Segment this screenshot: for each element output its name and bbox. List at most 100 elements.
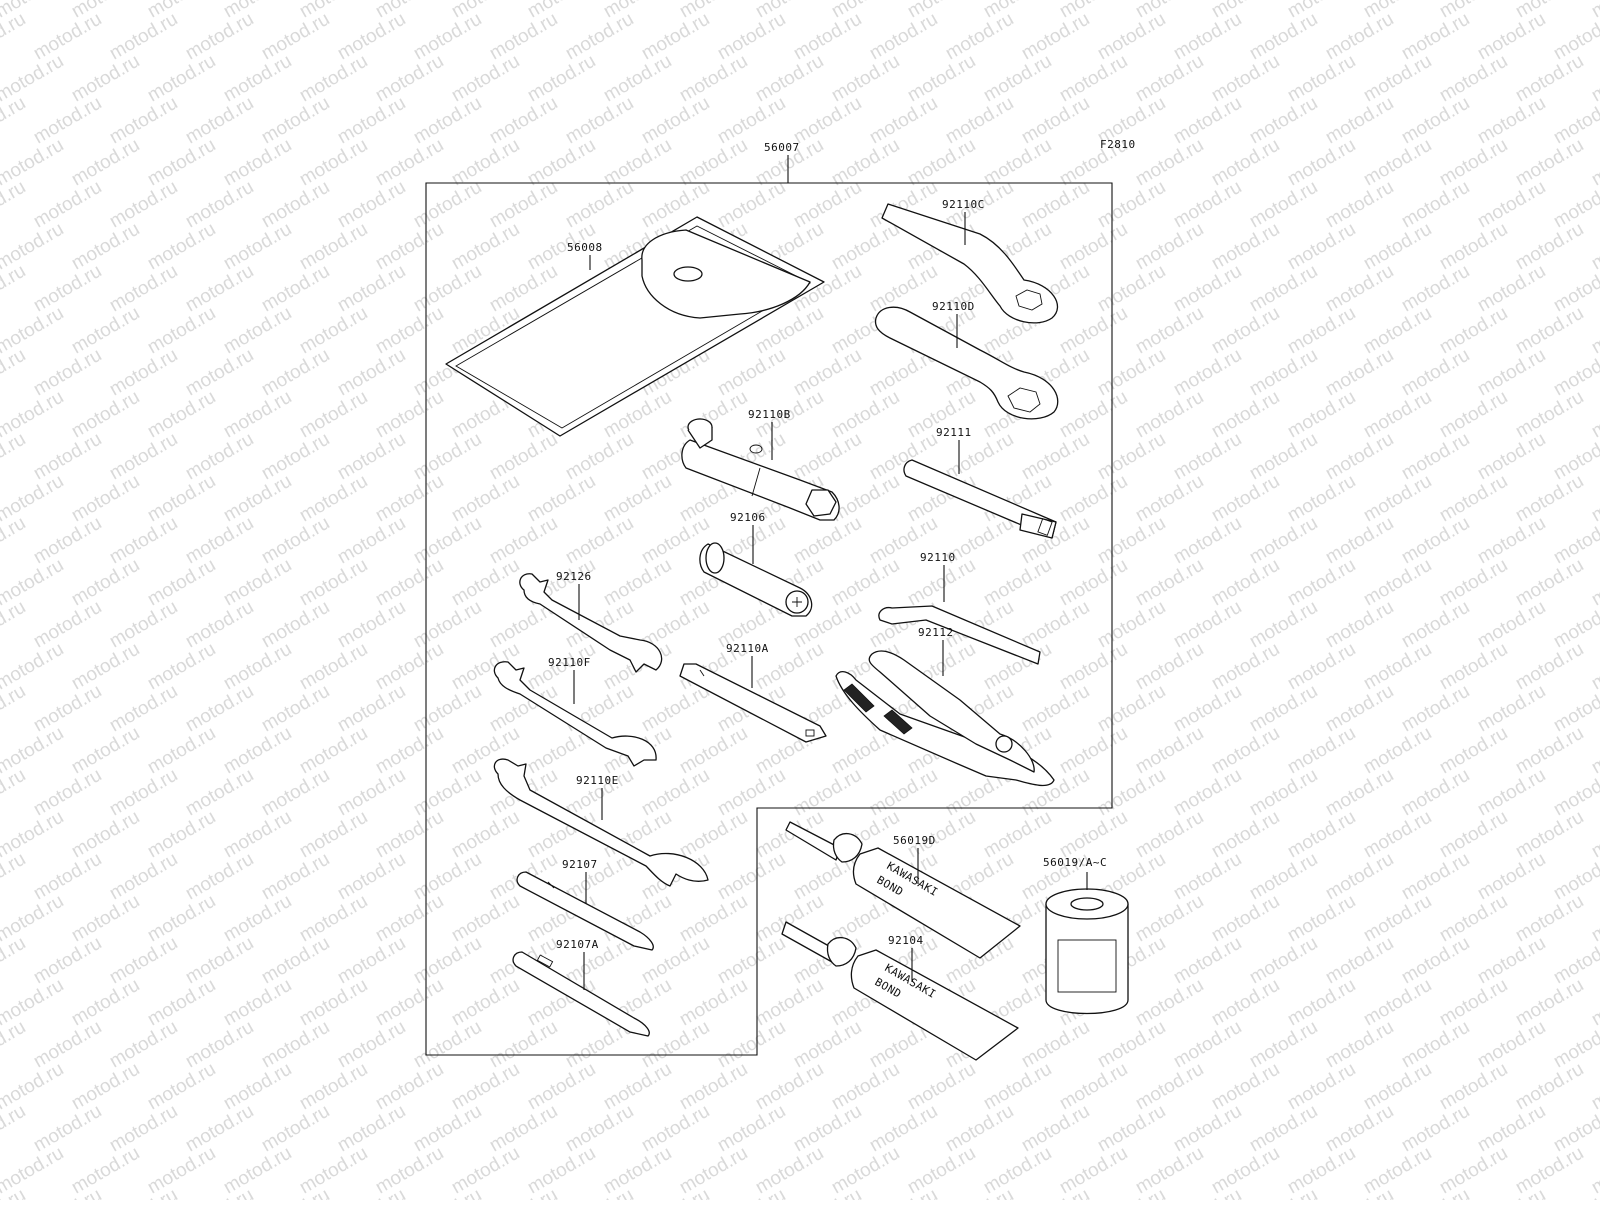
watermark-text: motod.ru [1436, 1143, 1511, 1199]
label-92111: 92111 [936, 426, 972, 439]
ring-spanner-92110c: 92110C [881, 198, 1058, 324]
watermark-text: motod.ru [258, 1101, 333, 1157]
watermark-text: motod.ru [258, 9, 333, 65]
watermark-text: motod.ru [30, 9, 105, 65]
watermark-text: motod.ru [1094, 1101, 1169, 1157]
watermark-text: motod.ru [410, 177, 485, 233]
label-92107: 92107 [562, 858, 598, 871]
watermark-text: motod.ru [106, 345, 181, 401]
watermark-text: motod.ru [1018, 93, 1093, 149]
watermark-text: motod.ru [1018, 1185, 1093, 1200]
watermark-text: motod.ru [1474, 681, 1549, 737]
watermark-text: motod.ru [334, 9, 409, 65]
label-56008: 56008 [567, 241, 603, 254]
watermark-text: motod.ru [334, 765, 409, 821]
watermark-text: motod.ru [1056, 387, 1131, 443]
watermark-text: motod.ru [1246, 597, 1321, 653]
watermark-text: motod.ru [1056, 639, 1131, 695]
watermark-text: motod.ru [258, 261, 333, 317]
watermark-text: motod.ru [600, 555, 675, 611]
watermark-text: motod.ru [1132, 1059, 1207, 1115]
watermark-text: motod.ru [1588, 891, 1600, 947]
watermark-text: motod.ru [676, 891, 751, 947]
watermark-text: motod.ru [752, 1059, 827, 1115]
watermark-text: motod.ru [1056, 1059, 1131, 1115]
watermark-text: motod.ru [1094, 9, 1169, 65]
watermark-text: motod.ru [0, 93, 29, 149]
watermark-text: motod.ru [676, 807, 751, 863]
watermark-text: motod.ru [68, 1059, 143, 1115]
watermark-text: motod.ru [638, 9, 713, 65]
plug-wrench-92110b: 92110B [681, 408, 840, 521]
watermark-text: motod.ru [1436, 51, 1511, 107]
watermark-text: motod.ru [144, 555, 219, 611]
watermark-text: motod.ru [1284, 723, 1359, 779]
watermark-text: motod.ru [1132, 891, 1207, 947]
watermark-text: motod.ru [106, 933, 181, 989]
watermark-text: motod.ru [1018, 681, 1093, 737]
watermark-text: motod.ru [562, 513, 637, 569]
watermark-text: motod.ru [220, 219, 295, 275]
watermark-text: motod.ru [334, 261, 409, 317]
watermark-text: motod.ru [676, 975, 751, 1031]
label-92110f: 92110F [548, 656, 591, 669]
watermark-text: motod.ru [448, 975, 523, 1031]
watermark-text: motod.ru [790, 9, 865, 65]
watermark-text: motod.ru [144, 891, 219, 947]
watermark-text: motod.ru [1322, 933, 1397, 989]
watermark-text: motod.ru [410, 1017, 485, 1073]
watermark-text: motod.ru [1170, 1017, 1245, 1073]
watermark-text: motod.ru [1322, 261, 1397, 317]
watermark-text: motod.ru [1284, 51, 1359, 107]
watermark-text: motod.ru [1398, 765, 1473, 821]
watermark-text: motod.ru [1512, 471, 1587, 527]
watermark-text: motod.ru [562, 177, 637, 233]
watermark-text: motod.ru [220, 135, 295, 191]
watermark-text: motod.ru [638, 765, 713, 821]
watermark-text: motod.ru [904, 1143, 979, 1199]
watermark-text: motod.ru [1436, 723, 1511, 779]
watermark-text: motod.ru [486, 1017, 561, 1073]
watermark-text: motod.ru [600, 471, 675, 527]
watermark-text: motod.ru [1208, 807, 1283, 863]
watermark-text: motod.ru [828, 51, 903, 107]
watermark-text: motod.ru [980, 135, 1055, 191]
watermark-text: motod.ru [1398, 933, 1473, 989]
watermark-text: motod.ru [1398, 1101, 1473, 1157]
watermark-text: motod.ru [562, 1185, 637, 1200]
watermark-text: motod.ru [828, 555, 903, 611]
watermark-text: motod.ru [676, 1059, 751, 1115]
watermark-text: motod.ru [1360, 135, 1435, 191]
watermark-text: motod.ru [1322, 1101, 1397, 1157]
watermark-text: motod.ru [1284, 303, 1359, 359]
watermark-text: motod.ru [866, 1185, 941, 1200]
watermark-text: motod.ru [942, 1101, 1017, 1157]
watermark-text: motod.ru [372, 639, 447, 695]
watermark-text: motod.ru [562, 93, 637, 149]
pouch-56008: 56008 [445, 216, 825, 437]
watermark-text: motod.ru [68, 555, 143, 611]
watermark-text: motod.ru [676, 723, 751, 779]
screwdriver-bit-92107a: 92107A [512, 938, 650, 1037]
watermark-text: motod.ru [1284, 975, 1359, 1031]
watermark-text: motod.ru [220, 387, 295, 443]
watermark-text: motod.ru [182, 849, 257, 905]
watermark-text: motod.ru [296, 1059, 371, 1115]
watermark-text: motod.ru [258, 513, 333, 569]
label-92110b: 92110B [748, 408, 791, 421]
watermark-text: motod.ru [1398, 9, 1473, 65]
watermark-text: motod.ru [1512, 555, 1587, 611]
watermark-text: motod.ru [258, 93, 333, 149]
watermark-text: motod.ru [1094, 1017, 1169, 1073]
watermark-text: motod.ru [714, 1185, 789, 1200]
watermark-text: motod.ru [220, 1143, 295, 1199]
watermark-text: motod.ru [334, 849, 409, 905]
watermark-text: motod.ru [1246, 93, 1321, 149]
watermark-text: motod.ru [1246, 1017, 1321, 1073]
watermark-text: motod.ru [220, 723, 295, 779]
watermark-text: motod.ru [714, 933, 789, 989]
watermark-text: motod.ru [638, 1017, 713, 1073]
watermark-text: motod.ru [106, 597, 181, 653]
watermark-text: motod.ru [106, 1185, 181, 1200]
watermark-text: motod.ru [30, 93, 105, 149]
